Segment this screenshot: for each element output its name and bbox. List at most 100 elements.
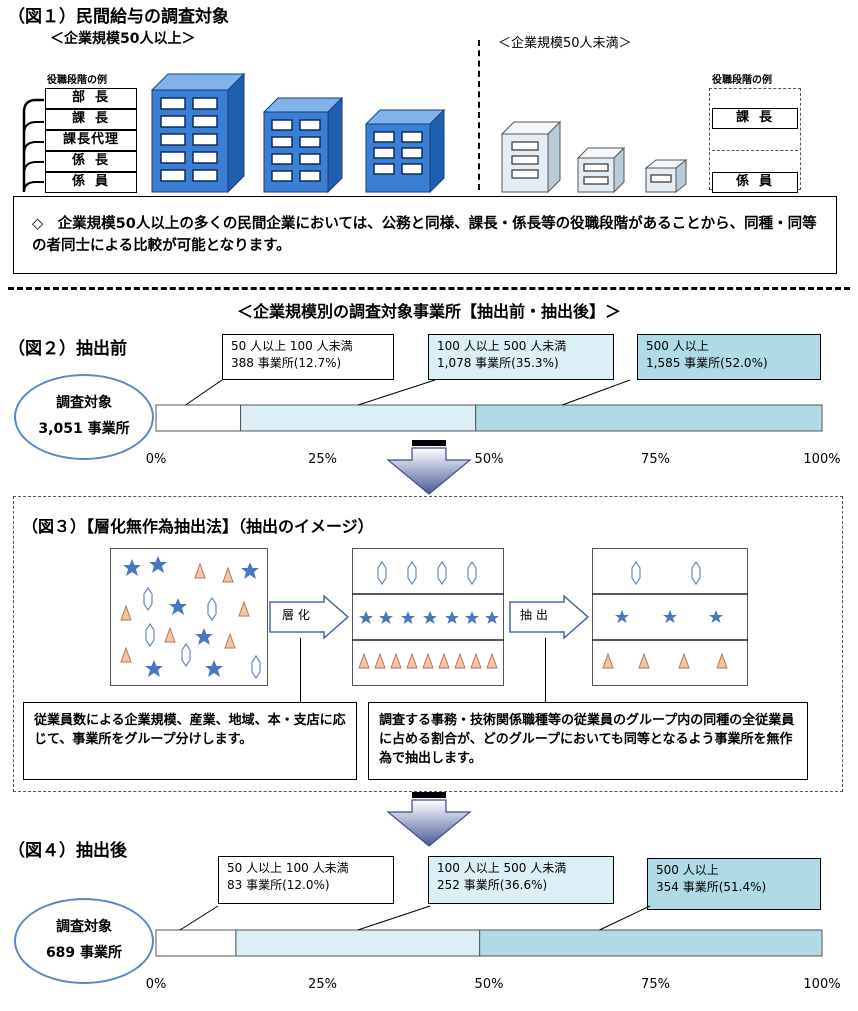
stratify-arrow [269,594,350,640]
fig4-callout-large-name: 500 人以上 [656,863,719,877]
x-tick-label: 25% [308,452,337,467]
fig3-note-right: 調査する事務・技術関係職種等の従業員のグループ内の同種の全従業員に占める割合が、… [368,702,808,780]
fig2-callout-small: 50 人以上 100 人未満 388 事業所(12.7%) [222,334,394,380]
hexagon-icon [207,596,217,622]
fig2-oval-line1: 調査対象 [56,395,112,411]
unsorted-panel [110,548,268,686]
fig2-callout-large-name: 500 人以上 [646,339,709,353]
triangle-icon [222,566,234,583]
callout-leader-line [357,379,436,406]
large-buildings-illustration [150,72,446,194]
fig2-title: （図２）抽出前 [8,339,127,359]
fig3-note-left: 従業員数による企業規模、産業、地域、本・支店に応じて、事業所をグループ分けします… [23,702,357,780]
hexagon-icon [145,622,155,648]
fig4-callout-mid-name: 100 人以上 500 人未満 [437,861,567,875]
fig2-callout-mid: 100 人以上 500 人未満 1,078 事業所(35.3%) [428,334,614,380]
role-bracket [22,98,44,193]
sampled-panel [592,548,748,686]
bar-segment [155,404,242,432]
fig2-target-oval: 調査対象 3,051 事業所 [14,374,154,460]
triangle-icon [194,562,206,579]
fig4-callout-mid-label: 252 事業所(36.6%) [437,878,548,892]
stratified-panel [352,548,504,686]
section-heading: ＜企業規模別の調査対象事業所【抽出前・抽出後】＞ [236,302,621,321]
bar-segment [479,929,823,957]
fig4-target-oval: 調査対象 689 事業所 [14,898,154,984]
callout-leader-line [562,379,631,406]
x-tick-label: 0% [146,977,167,992]
fig2-oval-line2: 3,051 事業所 [38,421,130,437]
x-tick-label: 25% [308,977,337,992]
callout-leader-line [179,905,219,931]
fig1-note: ◇ 企業規模50人以上の多くの民間企業においては、公務と同様、課長・係長等の役職… [13,196,837,274]
callout-leader-line [357,905,431,931]
bar-segment [475,404,823,432]
fig2-callout-small-name: 50 人以上 100 人未満 [231,339,353,353]
star-icon [123,559,141,576]
fig1-title: （図１）民間給与の調査対象 [8,7,229,27]
fig3-frame [13,496,843,792]
role-kakaricho: 係長 [45,151,137,172]
role-kakariin: 係員 [45,172,137,193]
role-small-kakariin: 係員 [712,172,798,193]
role-bucho: 部長 [45,88,137,109]
fig3-title: （図３）【層化無作為抽出法】（抽出のイメージ） [22,517,374,536]
star-icon [169,598,187,615]
fig4-callout-small-label: 83 事業所(12.0%) [227,878,330,892]
star-icon [145,660,163,677]
callout-leader-line [185,379,223,406]
star-icon [149,556,167,573]
fig4-callout-small-name: 50 人以上 100 人未満 [227,861,349,875]
x-tick-label: 50% [475,977,504,992]
triangle-icon [238,600,250,617]
fig2-callout-large-label: 1,585 事業所(52.0%) [646,356,768,370]
fig4-callout-large: 500 人以上 354 事業所(51.4%) [647,858,821,910]
stratify-label: 層 化 [282,608,310,622]
bar-segment [235,929,481,957]
bar-segment [155,929,237,957]
bar-segment [240,404,477,432]
callout-leader-line [599,905,651,931]
large-company-label: ＜企業規模50人以上＞ [50,31,196,47]
fig2-callout-mid-label: 1,078 事業所(35.3%) [437,356,559,370]
x-tick-label: 75% [641,452,670,467]
role-example-label-small: 役職段階の例 [712,75,772,86]
hexagon-icon [251,654,261,680]
fig4-stacked-bar-chart: 0% 25% 50% 75% 100% [146,905,841,992]
role-kacho: 課長 [45,109,137,130]
fig4-callout-mid: 100 人以上 500 人未満 252 事業所(36.6%) [428,856,614,904]
fig4-oval-line2: 689 事業所 [45,945,123,961]
x-tick-label: 100% [803,452,840,467]
hexagon-icon [181,642,191,668]
star-icon [205,660,223,677]
down-arrow-icon [386,440,472,495]
triangle-icon [224,632,236,649]
star-icon [241,562,259,579]
triangle-icon [164,626,176,643]
fig2-stacked-bar-chart: 0%25%50%75%100% [146,379,841,467]
triangle-icon [120,604,132,621]
fig4-callout-large-label: 354 事業所(51.4%) [656,880,767,894]
role-kacho-dairi: 課長代理 [45,130,137,151]
section-separator [8,287,850,290]
fig4-oval-line1: 調査対象 [56,919,112,935]
small-buildings-illustration [500,120,688,194]
fig4-callout-small: 50 人以上 100 人未満 83 事業所(12.0%) [218,856,394,904]
small-company-label: ＜企業規模50人未満＞ [498,36,632,51]
sample-label: 抽 出 [520,608,548,622]
sample-arrow [509,594,590,640]
large-building-icon [262,96,344,194]
down-arrow-icon [386,792,472,847]
fig1-divider [478,40,480,190]
triangle-icon [120,646,132,663]
fig2-callout-mid-name: 100 人以上 500 人未満 [437,339,567,353]
role-small-kacho: 課長 [712,108,798,129]
fig2-callout-large: 500 人以上 1,585 事業所(52.0%) [637,334,821,380]
role-example-label: 役職段階の例 [47,75,107,86]
x-tick-label: 0% [146,452,167,467]
fig2-callout-small-label: 388 事業所(12.7%) [231,356,342,370]
small-building-icon [500,120,562,194]
x-tick-label: 75% [641,977,670,992]
fig4-title: （図４）抽出後 [8,841,127,861]
x-tick-label: 100% [803,977,840,992]
